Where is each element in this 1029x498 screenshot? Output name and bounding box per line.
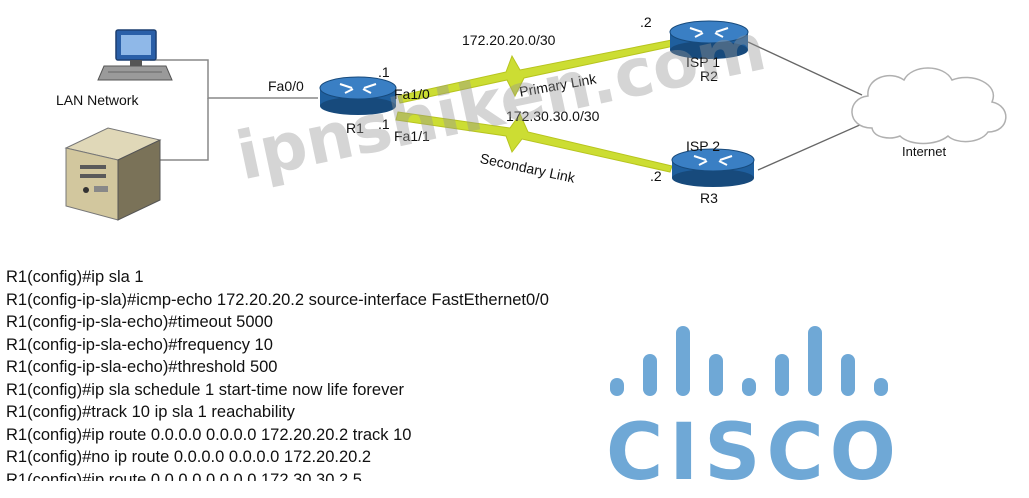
- cisco-bar: [709, 354, 723, 396]
- cisco-bar: [775, 354, 789, 396]
- config-line: R1(config)#ip route 0.0.0.0 0.0.0.0 172.…: [6, 425, 412, 444]
- config-line: R1(config)#track 10 ip sla 1 reachabilit…: [6, 403, 295, 421]
- r3-name-label: R3: [700, 190, 718, 206]
- internet-cloud-icon: [851, 67, 1007, 145]
- r3-isp-label: ISP 2: [686, 138, 720, 154]
- config-line: R1(config)#ip sla 1: [6, 268, 144, 286]
- r1-fa10-ip-label: .1: [378, 64, 390, 80]
- r2-name-label: R2: [700, 68, 718, 84]
- primary-subnet-label: 172.20.20.0/30: [462, 32, 556, 48]
- cisco-bridge-bars: [610, 326, 888, 396]
- pc-to-r1-line: [150, 59, 318, 99]
- router-r3-icon: [671, 148, 755, 187]
- lan-network-label: LAN Network: [56, 92, 139, 108]
- config-line: R1(config)#ip sla schedule 1 start-time …: [6, 380, 405, 399]
- r1-name-label: R1: [346, 120, 364, 136]
- config-line: R1(config-ip-sla-echo)#threshold 500: [6, 358, 278, 376]
- cisco-bar: [610, 378, 624, 396]
- r1-fa11-label: Fa1/1: [394, 128, 430, 144]
- config-line: R1(config)#ip route 0.0.0.0 0.0.0.0 172.…: [6, 470, 362, 481]
- cisco-bar: [643, 354, 657, 396]
- cisco-logo: [600, 322, 890, 482]
- r2-isp-label: ISP 1: [686, 54, 720, 70]
- secondary-subnet-label: 172.30.30.0/30: [506, 108, 600, 124]
- r2-internet-line: [747, 41, 863, 96]
- r1-fa10-label: Fa1/0: [394, 86, 430, 102]
- internet-label: Internet: [902, 144, 947, 159]
- config-line: R1(config-ip-sla-echo)#timeout 5000: [6, 313, 273, 331]
- router-r2-icon: [669, 20, 749, 59]
- cisco-bar: [874, 378, 888, 396]
- server-to-r1-line: [158, 98, 209, 161]
- cisco-bar: [841, 354, 855, 396]
- server-icon: [64, 127, 162, 221]
- topology-drawing: [64, 20, 1007, 221]
- r2-ip-label: .2: [640, 14, 652, 30]
- config-listing: R1(config)#ip sla 1 R1(config-ip-sla)#ic…: [6, 266, 626, 481]
- secondary-link-zigzag: [395, 111, 673, 173]
- cisco-wordmark: CISCO: [606, 408, 902, 498]
- pc-icon: [97, 29, 173, 81]
- config-line: R1(config-ip-sla)#icmp-echo 172.20.20.2 …: [6, 290, 549, 309]
- r1-fa11-ip-label: .1: [378, 116, 390, 132]
- router-r1-icon: [319, 76, 397, 115]
- config-line: R1(config-ip-sla-echo)#frequency 10: [6, 335, 273, 354]
- network-diagram: LAN Network Fa0/0 .1 Fa1/0 .1 Fa1/1 R1 1…: [0, 0, 1029, 245]
- lan-wiring: [150, 59, 318, 161]
- config-line: R1(config)#no ip route 0.0.0.0 0.0.0.0 1…: [6, 448, 372, 466]
- cisco-bar: [676, 326, 690, 396]
- r3-ip-label: .2: [650, 168, 662, 184]
- cisco-bar: [742, 378, 756, 396]
- cisco-bar: [808, 326, 822, 396]
- r1-fa00-label: Fa0/0: [268, 78, 304, 94]
- r3-internet-line: [757, 123, 863, 171]
